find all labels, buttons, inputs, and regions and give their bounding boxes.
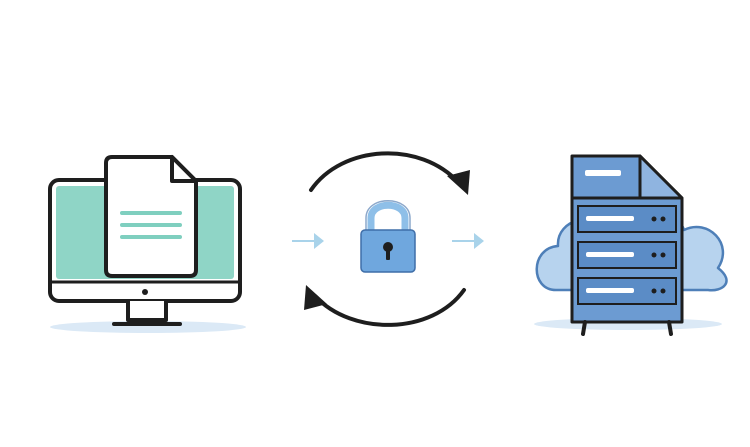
padlock-keyhole [383, 242, 393, 252]
monitor-power-dot [142, 289, 148, 295]
server-foot [667, 320, 673, 336]
desktop-computer-with-document-icon [48, 155, 246, 333]
server-drive-unit [577, 241, 677, 269]
flow-arrow-right [452, 233, 484, 249]
server-rack-fold [638, 154, 684, 200]
document-page [104, 155, 198, 278]
flow-arrow-left [292, 233, 324, 249]
desktop-shadow [50, 321, 246, 333]
cycle-arrow-bottom-head [304, 285, 327, 310]
monitor-stand [126, 301, 168, 322]
cycle-arrow-bottom [313, 288, 466, 327]
server-drive-unit [577, 277, 677, 305]
padlock-icon [360, 200, 416, 273]
cycle-arrow-top [309, 151, 461, 192]
padlock-shackle [367, 201, 409, 236]
server-label-slot [585, 170, 621, 176]
padlock-shackle-outline [365, 200, 411, 232]
document-icon [104, 155, 198, 278]
server-foot [581, 320, 587, 336]
server-rack-with-cloud-icon [534, 154, 728, 336]
padlock-keyhole-slot [386, 249, 390, 260]
document-fold [170, 155, 198, 183]
server-drive-unit [577, 205, 677, 233]
cycle-arrow-top-head [447, 170, 470, 195]
